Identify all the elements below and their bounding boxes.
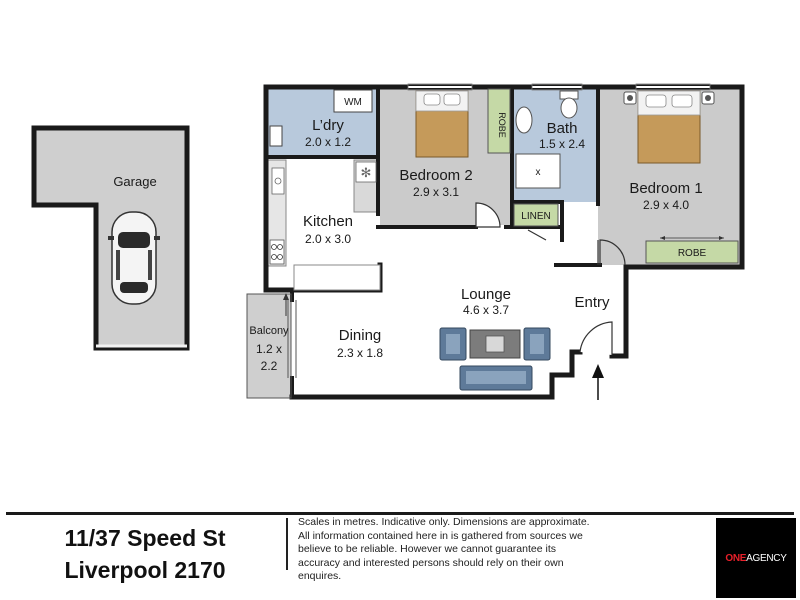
shower-icon bbox=[515, 153, 561, 189]
sofa-icon bbox=[439, 327, 551, 391]
address-line-1: 11/37 Speed St bbox=[64, 525, 226, 551]
lounge-dims: 4.6 x 3.7 bbox=[463, 303, 509, 317]
property-address: 11/37 Speed St Liverpool 2170 bbox=[10, 522, 280, 586]
car-icon bbox=[108, 211, 160, 305]
basin-icon bbox=[515, 106, 533, 134]
one-agency-logo: ONEAGENCY bbox=[716, 518, 796, 598]
washing-machine-label: WM bbox=[344, 97, 362, 108]
window-frames bbox=[407, 83, 711, 91]
laundry-tub-icon bbox=[269, 125, 283, 147]
cooktop-icon bbox=[269, 239, 285, 265]
bed-icon bbox=[415, 90, 469, 158]
footer-vertical-divider bbox=[286, 518, 288, 570]
balcony-dims-line2: 2.2 bbox=[261, 359, 278, 373]
balcony: Balcony 1.2 x 2.2 bbox=[246, 293, 297, 399]
laundry-label: L’dry bbox=[312, 117, 344, 134]
address-line-2: Liverpool 2170 bbox=[64, 557, 226, 583]
svg-text:✻: ✻ bbox=[361, 166, 372, 181]
dining-dims: 2.3 x 1.8 bbox=[337, 346, 383, 360]
logo-agency: AGENCY bbox=[746, 552, 787, 564]
kitchen-label: Kitchen bbox=[303, 213, 353, 230]
bedroom-1: Bedroom 1 2.9 x 4.0 ROBE bbox=[623, 90, 739, 264]
bedroom2-dims: 2.9 x 3.1 bbox=[413, 185, 459, 199]
balcony-dims-line1: 1.2 x bbox=[256, 342, 282, 356]
bedroom1-label: Bedroom 1 bbox=[629, 180, 702, 197]
kitchen: ✻ Kitchen 2.0 x 3.0 bbox=[269, 161, 381, 291]
laundry: WM L’dry 2.0 x 1.2 bbox=[269, 89, 373, 149]
entry-label: Entry bbox=[574, 294, 610, 311]
robe-bedroom2-label: ROBE bbox=[497, 112, 507, 138]
robe-bedroom1-label: ROBE bbox=[678, 248, 707, 259]
doors bbox=[475, 202, 626, 355]
dining-label: Dining bbox=[339, 327, 382, 344]
sink-icon bbox=[271, 167, 285, 195]
disclaimer-text: Scales in metres. Indicative only. Dimen… bbox=[298, 516, 590, 583]
dining: Dining 2.3 x 1.8 bbox=[337, 327, 383, 360]
footer-divider bbox=[6, 512, 794, 515]
shower-mark: x bbox=[536, 167, 541, 178]
bedroom-2: ROBE Bedroom 2 2.9 x 3.1 bbox=[399, 88, 511, 199]
kitchen-dims: 2.0 x 3.0 bbox=[305, 232, 351, 246]
entry: Entry bbox=[574, 294, 610, 400]
balcony-label: Balcony bbox=[249, 325, 289, 337]
lounge: Lounge 4.6 x 3.7 bbox=[439, 286, 551, 391]
bed-icon bbox=[623, 90, 715, 164]
linen-label: LINEN bbox=[521, 211, 550, 222]
lounge-label: Lounge bbox=[461, 286, 511, 303]
bath-dims: 1.5 x 2.4 bbox=[539, 137, 585, 151]
bedroom2-label: Bedroom 2 bbox=[399, 167, 472, 184]
bedroom1-dims: 2.9 x 4.0 bbox=[643, 198, 689, 212]
entry-arrow-icon bbox=[592, 364, 604, 400]
fridge-icon bbox=[355, 161, 377, 183]
bath: x Bath 1.5 x 2.4 LINEN bbox=[513, 90, 585, 227]
toilet-icon bbox=[559, 90, 579, 119]
laundry-dims: 2.0 x 1.2 bbox=[305, 135, 351, 149]
bath-label: Bath bbox=[547, 120, 578, 137]
garage: Garage bbox=[31, 125, 190, 351]
logo-one: ONE bbox=[725, 552, 747, 564]
garage-label: Garage bbox=[113, 174, 156, 189]
